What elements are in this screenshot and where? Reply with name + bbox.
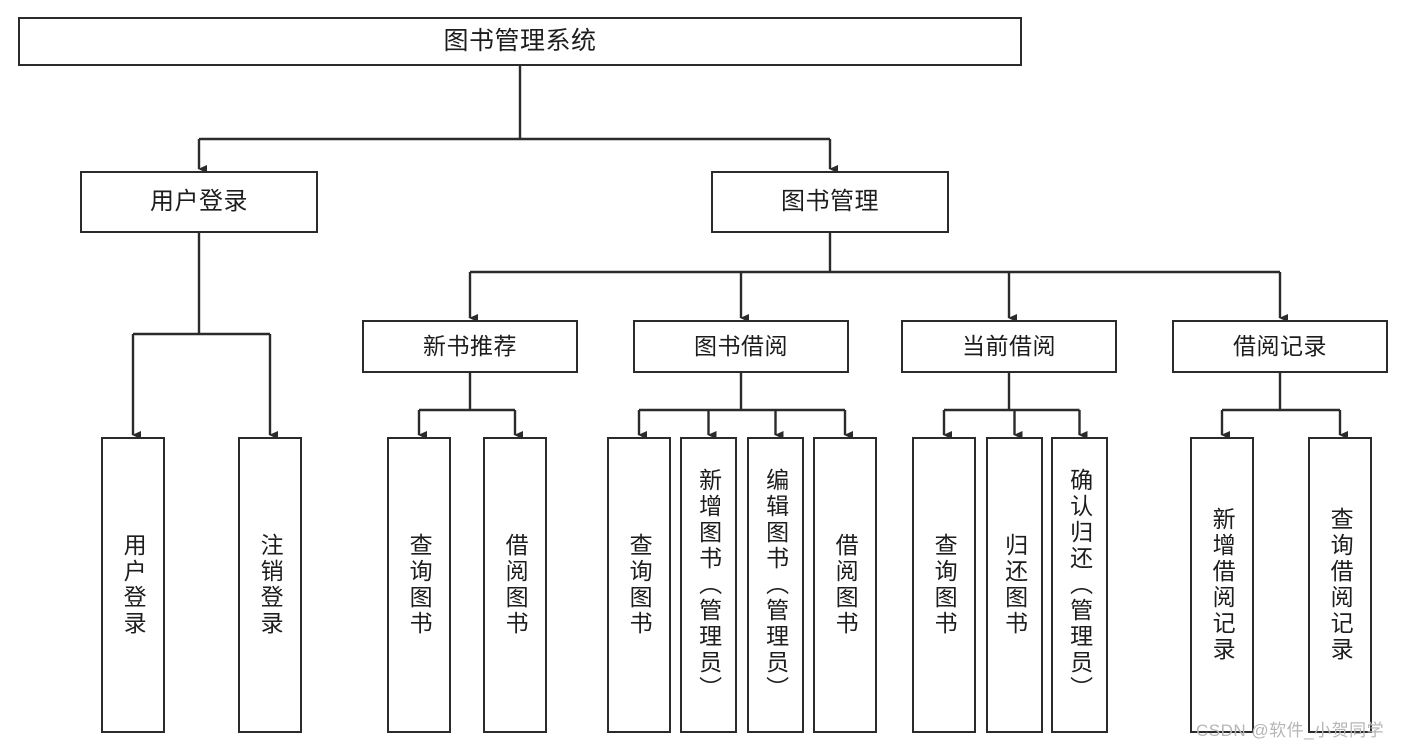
- node-label: 注销登录: [257, 533, 284, 637]
- node-label: 查询借阅记录: [1327, 507, 1354, 663]
- node-label: 新增借阅记录: [1209, 507, 1236, 663]
- node-label: 图书管理: [781, 187, 879, 215]
- node-book-manage[interactable]: 图书管理: [711, 171, 949, 233]
- node-label: 图书借阅: [694, 332, 788, 359]
- node-leaf-confirm-return[interactable]: 确认归还（管理员）: [1051, 437, 1108, 733]
- node-user-login[interactable]: 用户登录: [80, 171, 318, 233]
- node-leaf-user-login[interactable]: 用户登录: [101, 437, 165, 733]
- node-label: 图书管理系统: [443, 26, 597, 55]
- node-leaf-edit-book[interactable]: 编辑图书（管理员）: [747, 437, 804, 733]
- node-label: 借阅图书: [502, 533, 529, 637]
- node-label: 新增图书（管理员）: [695, 468, 722, 702]
- node-leaf-add-book[interactable]: 新增图书（管理员）: [680, 437, 737, 733]
- node-leaf-query-record[interactable]: 查询借阅记录: [1308, 437, 1372, 733]
- node-label: 编辑图书（管理员）: [762, 468, 789, 702]
- node-label: 新书推荐: [423, 332, 517, 359]
- watermark-csdn: CSDN @软件_小贺同学: [1196, 721, 1385, 740]
- node-label: 确认归还（管理员）: [1066, 468, 1093, 702]
- node-root[interactable]: 图书管理系统: [18, 17, 1022, 66]
- node-new-book-rec[interactable]: 新书推荐: [362, 320, 578, 373]
- node-leaf-query-book-cur[interactable]: 查询图书: [912, 437, 976, 733]
- node-leaf-add-record[interactable]: 新增借阅记录: [1190, 437, 1254, 733]
- node-leaf-borrow-book-bor[interactable]: 借阅图书: [813, 437, 877, 733]
- node-leaf-query-book-rec[interactable]: 查询图书: [387, 437, 451, 733]
- node-label: 当前借阅: [962, 332, 1056, 359]
- node-label: 用户登录: [150, 187, 248, 215]
- node-label: 借阅记录: [1233, 332, 1327, 359]
- node-leaf-query-book-bor[interactable]: 查询图书: [607, 437, 671, 733]
- node-label: 用户登录: [120, 533, 147, 637]
- connector-group: [131, 66, 1348, 439]
- node-label: 归还图书: [1001, 533, 1028, 637]
- node-book-borrow[interactable]: 图书借阅: [633, 320, 849, 373]
- node-leaf-return-book[interactable]: 归还图书: [986, 437, 1043, 733]
- node-leaf-logout[interactable]: 注销登录: [238, 437, 302, 733]
- node-label: 查询图书: [931, 533, 958, 637]
- node-label: 查询图书: [626, 533, 653, 637]
- node-label: 借阅图书: [832, 533, 859, 637]
- node-label: 查询图书: [406, 533, 433, 637]
- node-leaf-borrow-book-rec[interactable]: 借阅图书: [483, 437, 547, 733]
- node-current-borrow[interactable]: 当前借阅: [901, 320, 1117, 373]
- node-borrow-record[interactable]: 借阅记录: [1172, 320, 1388, 373]
